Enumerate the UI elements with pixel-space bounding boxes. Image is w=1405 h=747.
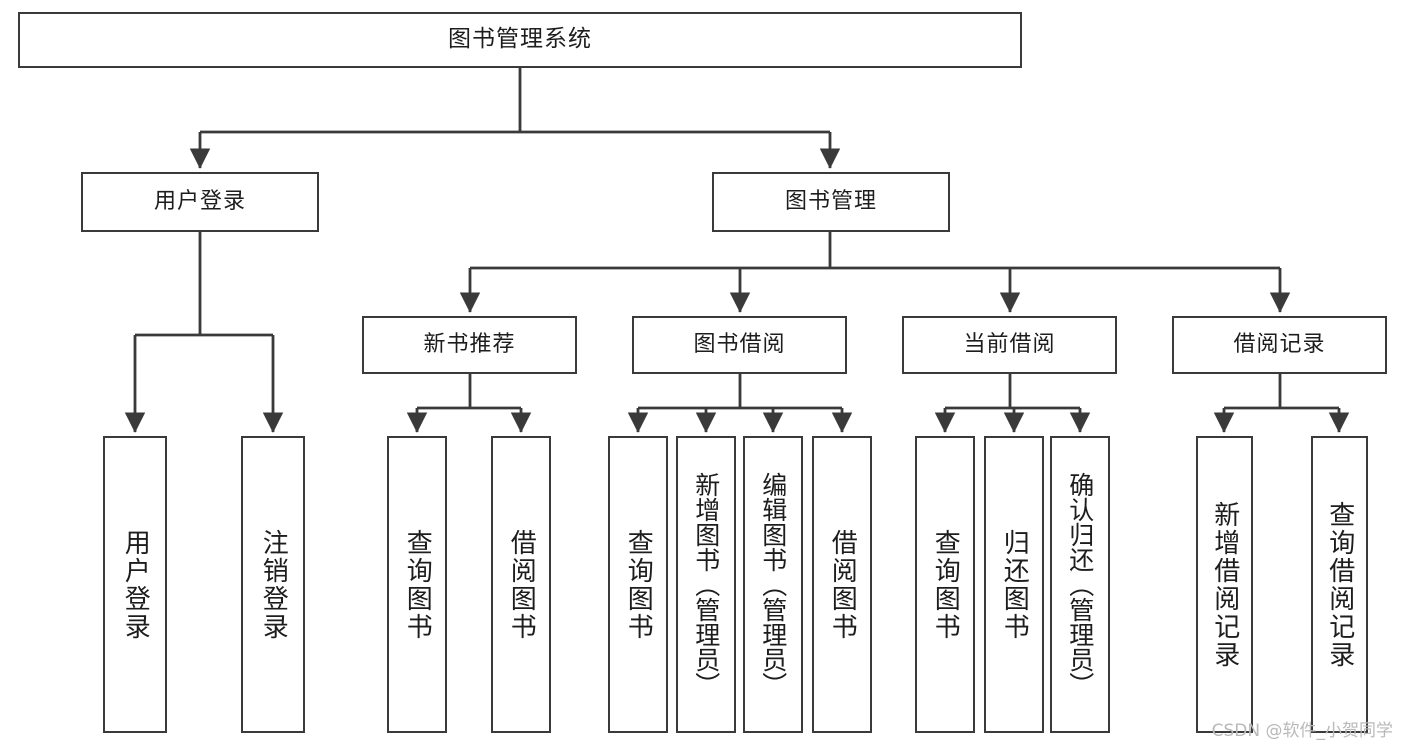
node-leaf-query-book-2-label: 查询图书 xyxy=(623,528,654,641)
node-leaf-query-book-2[interactable]: 查询图书 xyxy=(608,436,668,733)
node-leaf-query-book-1[interactable]: 查询图书 xyxy=(387,436,447,733)
node-root-system[interactable]: 图书管理系统 xyxy=(18,12,1022,68)
node-new-book-recommend[interactable]: 新书推荐 xyxy=(362,316,577,374)
node-book-management[interactable]: 图书管理 xyxy=(712,172,950,232)
node-leaf-edit-book-label: 编辑图书（管理员） xyxy=(758,472,788,697)
node-leaf-add-book[interactable]: 新增图书（管理员） xyxy=(676,436,736,733)
node-leaf-user-login[interactable]: 用户登录 xyxy=(103,436,167,733)
node-leaf-borrow-book-1-label: 借阅图书 xyxy=(506,528,537,641)
node-borrow-record-label: 借阅记录 xyxy=(1233,332,1326,358)
node-book-borrow[interactable]: 图书借阅 xyxy=(632,316,847,374)
node-book-management-label: 图书管理 xyxy=(784,189,877,215)
node-user-login[interactable]: 用户登录 xyxy=(81,172,319,232)
node-leaf-borrow-book-2[interactable]: 借阅图书 xyxy=(812,436,872,733)
node-leaf-user-login-label: 用户登录 xyxy=(120,528,151,641)
node-leaf-query-book-3-label: 查询图书 xyxy=(930,528,961,641)
node-leaf-return-book-label: 归还图书 xyxy=(999,528,1030,641)
node-leaf-logout-login-label: 注销登录 xyxy=(258,528,289,641)
node-leaf-add-record[interactable]: 新增借阅记录 xyxy=(1196,436,1253,733)
node-leaf-borrow-book-1[interactable]: 借阅图书 xyxy=(491,436,551,733)
node-leaf-borrow-book-2-label: 借阅图书 xyxy=(827,528,858,641)
node-leaf-add-book-label: 新增图书（管理员） xyxy=(691,472,721,697)
node-leaf-query-record-label: 查询借阅记录 xyxy=(1324,500,1355,669)
node-leaf-edit-book[interactable]: 编辑图书（管理员） xyxy=(743,436,803,733)
node-leaf-add-record-label: 新增借阅记录 xyxy=(1209,500,1240,669)
node-leaf-confirm-return-label: 确认归还（管理员） xyxy=(1065,472,1095,697)
node-leaf-confirm-return[interactable]: 确认归还（管理员） xyxy=(1050,436,1110,733)
node-borrow-record[interactable]: 借阅记录 xyxy=(1172,316,1387,374)
node-leaf-return-book[interactable]: 归还图书 xyxy=(984,436,1044,733)
node-new-book-recommend-label: 新书推荐 xyxy=(423,332,516,358)
node-user-login-label: 用户登录 xyxy=(153,189,246,215)
node-current-borrow-label: 当前借阅 xyxy=(963,332,1056,358)
node-leaf-query-book-1-label: 查询图书 xyxy=(402,528,433,641)
node-leaf-query-book-3[interactable]: 查询图书 xyxy=(915,436,975,733)
csdn-watermark: CSDN @软件_小贺同学 xyxy=(1211,721,1393,741)
node-book-borrow-label: 图书借阅 xyxy=(693,332,786,358)
node-root-system-label: 图书管理系统 xyxy=(448,26,592,53)
node-leaf-logout-login[interactable]: 注销登录 xyxy=(241,436,305,733)
node-current-borrow[interactable]: 当前借阅 xyxy=(902,316,1117,374)
node-leaf-query-record[interactable]: 查询借阅记录 xyxy=(1311,436,1368,733)
